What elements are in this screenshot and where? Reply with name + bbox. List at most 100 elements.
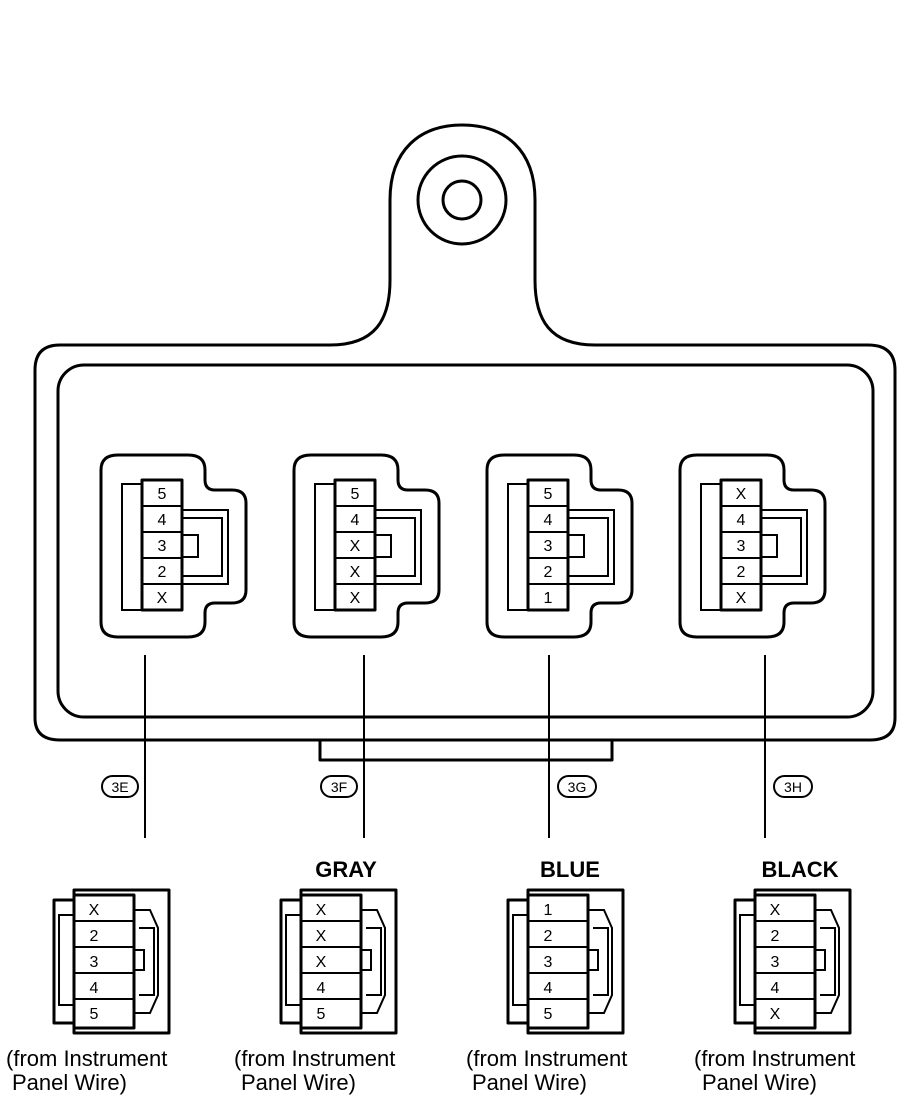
pin-label: 5 xyxy=(317,1006,326,1023)
wire-connector-latch xyxy=(134,909,159,1014)
mounting-hole-outer xyxy=(416,154,508,246)
wire-pin-column xyxy=(753,893,817,1030)
pin-label: 4 xyxy=(158,512,167,529)
pin-label: 3 xyxy=(771,954,780,971)
socket-3G: 5 4 3 2 1 xyxy=(485,453,634,639)
wire-connector-3E: X 2 3 4 5 xyxy=(52,888,171,1035)
connector-id-label: 3G xyxy=(568,779,587,795)
pin-label: 3 xyxy=(544,538,553,555)
source-note-line2: Panel Wire) xyxy=(702,1070,817,1095)
pin-label: 3 xyxy=(158,538,167,555)
connector-id-badge xyxy=(101,775,139,798)
pin-label: 2 xyxy=(90,928,99,945)
pin-label: 4 xyxy=(90,980,99,997)
wire-connector-latch xyxy=(588,909,613,1014)
leader-3G: 3G xyxy=(548,655,597,838)
wire-connector-outline xyxy=(733,888,852,1035)
pin-label: 2 xyxy=(544,564,553,581)
pin-label: X xyxy=(736,486,747,503)
pin-label: 4 xyxy=(737,512,746,529)
pin-label: 2 xyxy=(158,564,167,581)
pin-label: 3 xyxy=(737,538,746,555)
pin-label: 2 xyxy=(771,928,780,945)
source-note-line2: Panel Wire) xyxy=(472,1070,587,1095)
connector-id-badge xyxy=(557,775,597,798)
pin-label: 4 xyxy=(544,512,553,529)
wire-connector-3H: X 2 3 4 X xyxy=(733,888,852,1035)
pin-label: 5 xyxy=(158,486,167,503)
connector-id-label: 3E xyxy=(111,779,128,795)
wire-pin-column xyxy=(72,893,136,1030)
socket-latch-tab xyxy=(181,534,199,558)
wire-color-label-black: BLACK xyxy=(762,857,839,882)
source-note-line2: Panel Wire) xyxy=(12,1070,127,1095)
wire-connector-outline xyxy=(506,888,625,1035)
socket-flange xyxy=(314,483,336,611)
source-note-line2: Panel Wire) xyxy=(241,1070,356,1095)
wire-connector-latch xyxy=(815,909,840,1014)
wire-connector-3F: X X X 4 5 xyxy=(279,888,398,1035)
pin-label: 4 xyxy=(544,980,553,997)
socket-flange xyxy=(507,483,529,611)
connector-id-label: 3F xyxy=(331,779,347,795)
socket-outline xyxy=(678,453,827,639)
wire-connector-3G: 1 2 3 4 5 xyxy=(506,888,625,1035)
pin-label: X xyxy=(736,590,747,607)
leader-3F: 3F xyxy=(320,655,365,838)
socket-outline xyxy=(292,453,441,639)
wire-pin-column xyxy=(526,893,590,1030)
pin-label: 5 xyxy=(351,486,360,503)
socket-latch-tab xyxy=(760,534,778,558)
socket-latch-tab xyxy=(374,534,392,558)
pin-label: 4 xyxy=(317,980,326,997)
wire-color-label-gray: GRAY xyxy=(315,857,377,882)
pin-label: X xyxy=(89,902,100,919)
wire-color-label-blue: BLUE xyxy=(540,857,600,882)
source-note-line1: (from Instrument xyxy=(6,1046,167,1071)
connector-id-badge xyxy=(320,775,358,798)
wire-connector-outline xyxy=(279,888,398,1035)
pin-label: X xyxy=(316,902,327,919)
wire-pin-column xyxy=(299,893,363,1030)
socket-latch xyxy=(182,509,229,585)
pin-label: 3 xyxy=(544,954,553,971)
socket-flange xyxy=(121,483,143,611)
socket-latch xyxy=(568,509,615,585)
pin-label: X xyxy=(350,564,361,581)
connector-id-label: 3H xyxy=(784,779,802,795)
junction-block-housing xyxy=(33,123,897,742)
source-note-line1: (from Instrument xyxy=(234,1046,395,1071)
socket-3H: X 4 3 2 X xyxy=(678,453,827,639)
pin-label: 1 xyxy=(544,590,553,607)
pin-label: 4 xyxy=(771,980,780,997)
socket-3E: 5 4 3 2 X xyxy=(99,453,248,639)
socket-outline xyxy=(485,453,634,639)
pin-label: X xyxy=(770,902,781,919)
socket-3F: 5 4 X X X xyxy=(292,453,441,639)
pin-label: X xyxy=(350,590,361,607)
pin-label: 5 xyxy=(90,1006,99,1023)
pin-label: 3 xyxy=(90,954,99,971)
pin-label: 5 xyxy=(544,1006,553,1023)
pin-label: 1 xyxy=(544,902,553,919)
pin-label: 2 xyxy=(737,564,746,581)
connector-id-badge xyxy=(773,775,813,798)
pin-label: X xyxy=(770,1006,781,1023)
pin-label: 2 xyxy=(544,928,553,945)
source-note-line1: (from Instrument xyxy=(694,1046,855,1071)
pin-label: X xyxy=(157,590,168,607)
wire-connector-latch xyxy=(361,909,386,1014)
pin-label: X xyxy=(350,538,361,555)
socket-outline xyxy=(99,453,248,639)
socket-latch-tab xyxy=(567,534,585,558)
bottom-flange xyxy=(318,738,614,762)
leader-3H: 3H xyxy=(764,655,813,838)
wire-connector-outline xyxy=(52,888,171,1035)
socket-latch xyxy=(761,509,808,585)
socket-flange xyxy=(700,483,722,611)
socket-latch xyxy=(375,509,422,585)
source-note-line1: (from Instrument xyxy=(466,1046,627,1071)
pin-label: 5 xyxy=(544,486,553,503)
mounting-hole-inner xyxy=(441,179,483,221)
